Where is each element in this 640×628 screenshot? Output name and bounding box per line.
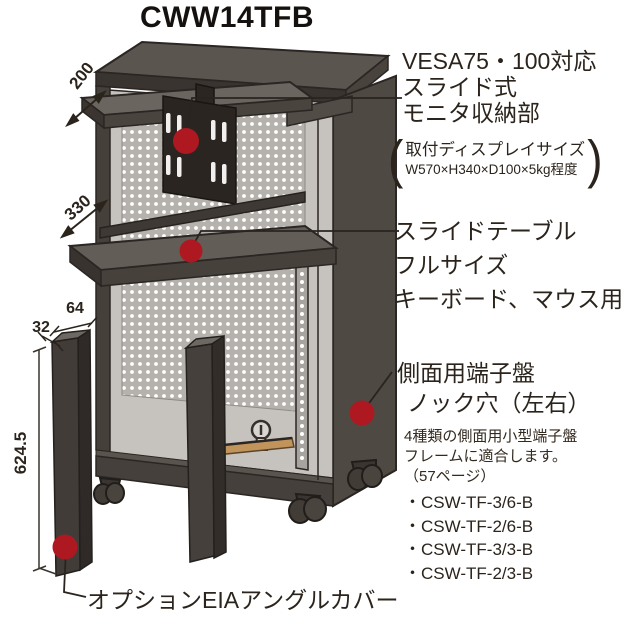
callout-monitor-note: ( 取付ディスプレイサイズ W570×H340×D100×5kg程度 ) — [388, 133, 603, 186]
callout-side-note-line3: （57ページ） — [404, 468, 496, 485]
caster-icon-center — [288, 492, 327, 524]
dim-line-624 — [32, 346, 57, 575]
model-item: ・CSW-TF-3/6-B — [404, 493, 534, 512]
caster-icon-left — [93, 476, 125, 505]
dim-arrow-330 — [59, 199, 109, 239]
callout-slide-table-line1: スライドテーブル — [394, 218, 577, 244]
slide-table — [67, 191, 339, 288]
callout-side-note-line1: 4種類の側面用小型端子盤 — [404, 428, 578, 445]
paren-close: ) — [587, 129, 603, 189]
marker-dot-slide-table — [179, 239, 203, 263]
model-item: ・CSW-TF-3/3-B — [404, 540, 534, 559]
dim-line-64 — [49, 316, 98, 337]
callout-side-note-line2: フレームに適合します。 — [404, 448, 568, 465]
dim-64-label: 64 — [66, 300, 84, 317]
callout-slide-table-line2: フルサイズ — [394, 252, 509, 278]
model-item: ・CSW-TF-2/6-B — [404, 516, 534, 536]
marker-dot-option — [52, 534, 78, 560]
angle-post-right — [183, 334, 227, 563]
callout-monitor-line1: VESA75・100対応 — [402, 48, 597, 74]
callout-monitor-note-line2: W570×H340×D100×5kg程度 — [405, 162, 578, 177]
callout-slide-table-line3: キーボード、マウス用 — [394, 286, 624, 312]
callout-monitor: VESA75・100対応 スライド式 モニタ収納部 — [402, 48, 596, 126]
page-title: CWW14TFB — [140, 1, 314, 34]
callout-slide-table: スライドテーブル フルサイズ キーボード、マウス用 — [394, 214, 623, 316]
dim-32-label: 32 — [32, 319, 50, 336]
callout-monitor-line2: スライド式 — [402, 74, 517, 100]
callout-side-panel: 側面用端子盤 ノック穴（左右） — [397, 358, 591, 418]
callout-monitor-note-line1: 取付ディスプレイサイズ — [405, 141, 586, 159]
marker-dot-monitor — [173, 128, 199, 154]
leader-line-monitor — [185, 97, 402, 137]
paren-open: ( — [388, 129, 404, 189]
angle-post-left — [49, 328, 93, 577]
rack-rail — [295, 257, 309, 471]
marker-dots — [52, 128, 375, 560]
callout-side-line1: 側面用端子盤 — [397, 360, 535, 386]
callout-monitor-line3: モニタ収納部 — [402, 100, 540, 126]
callout-option: オプションEIAアングルカバー — [87, 587, 399, 613]
leader-line-option — [63, 548, 87, 598]
dim-624-label: 624.5 — [11, 431, 30, 475]
cabinet-side-panel — [332, 74, 397, 508]
marker-dot-side-panel — [349, 400, 375, 426]
dim-arrow-200 — [65, 89, 107, 128]
model-item: ・CSW-TF-2/3-B — [404, 563, 534, 583]
dim-line-32 — [37, 331, 64, 352]
caster-icon-right — [347, 458, 383, 491]
callout-side-line2: ノック穴（左右） — [407, 390, 591, 416]
model-list: ・CSW-TF-3/6-B ・CSW-TF-2/6-B ・CSW-TF-3/3-… — [404, 491, 533, 585]
vesa-slots — [166, 113, 227, 184]
callout-side-note: 4種類の側面用小型端子盤 フレームに適合します。 （57ページ） — [404, 427, 577, 487]
